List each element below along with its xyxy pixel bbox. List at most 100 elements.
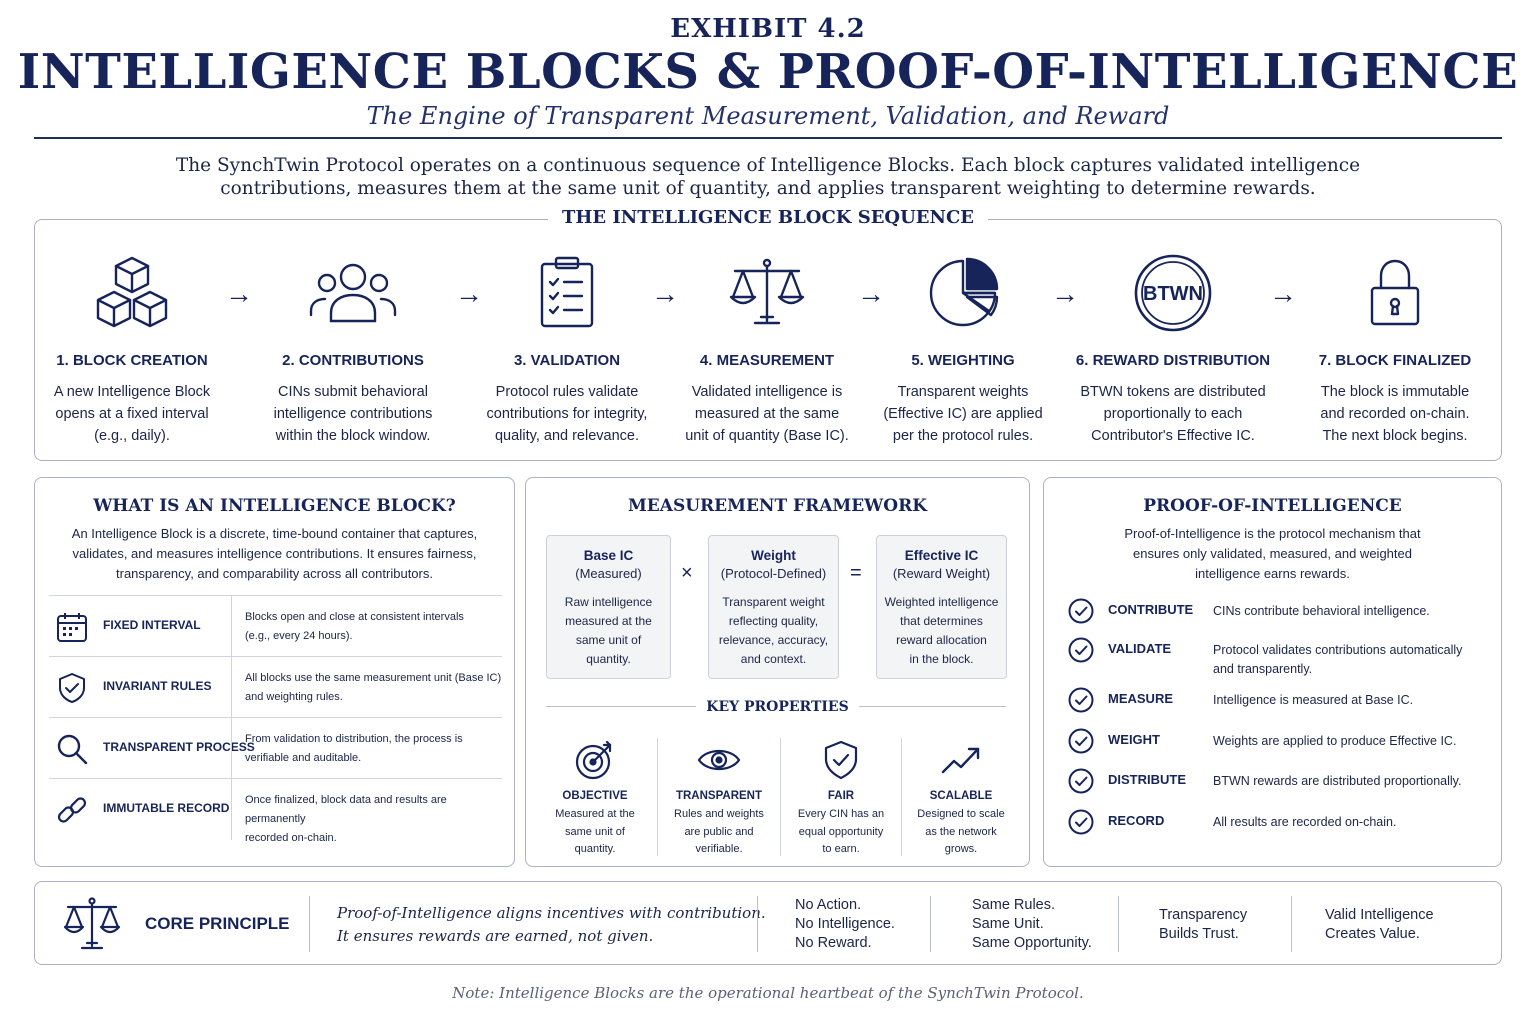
key-properties-title: KEY PROPERTIES bbox=[526, 698, 1029, 716]
check-circle-icon bbox=[1068, 637, 1094, 663]
step-desc-line: opens at a fixed interval bbox=[55, 406, 209, 422]
step-description: Validated intelligence is measured at th… bbox=[667, 381, 867, 447]
step-validation: 3. VALIDATION Protocol rules validate co… bbox=[467, 250, 667, 447]
step-desc-line: measured at the same bbox=[694, 406, 840, 422]
core-divider bbox=[1118, 896, 1119, 952]
step-desc-line: contributions for integrity, bbox=[486, 406, 648, 422]
step-block-finalized: 7. BLOCK FINALIZED The block is immutabl… bbox=[1295, 250, 1495, 447]
formula-box-sub: (Protocol-Defined) bbox=[720, 566, 827, 581]
panel-title: MEASUREMENT FRAMEWORK bbox=[627, 496, 927, 516]
magnifier-icon bbox=[57, 734, 88, 765]
formula-box-head: Effective IC bbox=[904, 548, 979, 563]
principle-statement-valid-intelligence: Valid Intelligence Creates Value. bbox=[1325, 906, 1434, 944]
property-desc: Measured at the same unit of quantity. bbox=[535, 806, 655, 859]
feature-label: INVARIANT RULES bbox=[103, 679, 212, 693]
check-circle-icon bbox=[1068, 687, 1094, 713]
sequence-arrow: → bbox=[651, 278, 679, 309]
desc-line: validates, and measures intelligence con… bbox=[72, 546, 477, 561]
desc-line: are public and bbox=[684, 825, 754, 838]
lock-icon bbox=[1295, 250, 1495, 336]
desc-line: measured at the bbox=[565, 614, 652, 628]
intro-line: contributions, measures them at the same… bbox=[220, 178, 1316, 199]
panel-title: WHAT IS AN INTELLIGENCE BLOCK? bbox=[93, 496, 456, 516]
step-desc-line: proportionally to each bbox=[1103, 406, 1243, 422]
chain-link-icon bbox=[57, 797, 87, 823]
feature-row-immutable-record: IMMUTABLE RECORD Once finalized, block d… bbox=[49, 778, 502, 844]
calendar-icon bbox=[57, 613, 87, 642]
step-desc-line: BTWN tokens are distributed bbox=[1080, 384, 1266, 400]
desc-line: Proof-of-Intelligence is the protocol me… bbox=[1124, 526, 1421, 541]
quote-line: It ensures rewards are earned, not given… bbox=[337, 927, 654, 945]
desc-line: quantity. bbox=[574, 843, 616, 855]
property-desc: Rules and weights are public and verifia… bbox=[659, 806, 779, 859]
formula-box-desc: Weighted intelligence that determines re… bbox=[877, 593, 1006, 669]
desc-line: as the network bbox=[925, 825, 997, 838]
poi-step-label: CONTRIBUTE bbox=[1108, 602, 1194, 617]
poi-step-label: VALIDATE bbox=[1108, 641, 1172, 656]
poi-step-text: Intelligence is measured at Base IC. bbox=[1213, 691, 1488, 710]
step-title: 6. REWARD DISTRIBUTION bbox=[1075, 352, 1271, 369]
feature-text-line: verifiable and auditable. bbox=[245, 752, 362, 764]
desc-line: that determines bbox=[900, 614, 983, 628]
panel-title: PROOF-OF-INTELLIGENCE bbox=[1143, 496, 1402, 516]
step-desc-line: Validated intelligence is bbox=[691, 384, 843, 400]
cubes-icon bbox=[32, 250, 232, 336]
property-divider bbox=[780, 738, 781, 856]
desc-line: verifiable. bbox=[695, 843, 743, 855]
text-line: All results are recorded on-chain. bbox=[1213, 815, 1397, 829]
poi-step-text: BTWN rewards are distributed proportiona… bbox=[1213, 772, 1488, 791]
property-objective: OBJECTIVE Measured at the same unit of q… bbox=[535, 738, 655, 859]
shield-check-icon bbox=[781, 738, 901, 782]
equals-operator: = bbox=[850, 562, 862, 584]
token-label: BTWN bbox=[1143, 283, 1203, 305]
formula-box-base-ic: Base IC (Measured) Raw intelligence meas… bbox=[546, 535, 671, 679]
statement-line: No Intelligence. bbox=[795, 916, 895, 932]
feature-text-line: and weighting rules. bbox=[245, 691, 343, 703]
step-reward-distribution: BTWN 6. REWARD DISTRIBUTION BTWN tokens … bbox=[1073, 250, 1273, 447]
feature-text-line: From validation to distribution, the pro… bbox=[245, 733, 463, 745]
property-head: FAIR bbox=[827, 790, 855, 802]
scale-icon bbox=[63, 897, 121, 950]
feature-label: TRANSPARENT PROCESS bbox=[103, 740, 255, 754]
multiply-operator: × bbox=[681, 562, 693, 584]
text-line: Weights are applied to produce Effective… bbox=[1213, 734, 1457, 748]
feature-row-invariant-rules: INVARIANT RULES All blocks use the same … bbox=[49, 656, 502, 718]
poi-step-label: WEIGHT bbox=[1108, 732, 1160, 747]
desc-line: Measured at the bbox=[555, 808, 635, 820]
step-desc-line: within the block window. bbox=[275, 428, 431, 444]
step-title: 7. BLOCK FINALIZED bbox=[1318, 352, 1472, 369]
proof-of-intelligence-panel: PROOF-OF-INTELLIGENCE Proof-of-Intellige… bbox=[1043, 477, 1502, 867]
step-title: 3. VALIDATION bbox=[513, 352, 621, 369]
desc-line: Rules and weights bbox=[674, 808, 764, 820]
step-desc-line: unit of quantity (Base IC). bbox=[685, 428, 849, 444]
desc-line: equal opportunity bbox=[798, 825, 884, 838]
property-head: TRANSPARENT bbox=[675, 790, 763, 802]
formula-box-sub: (Reward Weight) bbox=[892, 566, 991, 581]
step-desc-line: Contributor's Effective IC. bbox=[1091, 428, 1255, 444]
core-divider bbox=[309, 896, 310, 952]
poi-step-label: RECORD bbox=[1108, 813, 1165, 828]
step-description: CINs submit behavioral intelligence cont… bbox=[253, 381, 453, 447]
feature-text-line: Blocks open and close at consistent inte… bbox=[245, 611, 464, 623]
statement-line: Creates Value. bbox=[1325, 926, 1420, 942]
step-desc-line: The next block begins. bbox=[1322, 428, 1468, 444]
poi-step-text: Protocol validates contributions automat… bbox=[1213, 641, 1488, 679]
exhibit-label: EXHIBIT 4.2 bbox=[670, 14, 866, 44]
desc-line: reward allocation bbox=[896, 633, 987, 647]
check-circle-icon bbox=[1068, 768, 1094, 794]
feature-row-fixed-interval: FIXED INTERVAL Blocks open and close at … bbox=[49, 595, 502, 657]
core-divider bbox=[930, 896, 931, 952]
step-block-creation: 1. BLOCK CREATION A new Intelligence Blo… bbox=[32, 250, 232, 447]
principle-statement-transparency: Transparency Builds Trust. bbox=[1159, 906, 1247, 944]
row-divider bbox=[231, 657, 232, 718]
formula-box-desc: Raw intelligence measured at the same un… bbox=[547, 593, 670, 669]
feature-label: IMMUTABLE RECORD bbox=[103, 801, 230, 815]
statement-line: Transparency bbox=[1159, 907, 1248, 923]
text-line: Intelligence is measured at Base IC. bbox=[1213, 693, 1414, 707]
formula-box-effective-ic: Effective IC (Reward Weight) Weighted in… bbox=[876, 535, 1007, 679]
feature-text: From validation to distribution, the pro… bbox=[245, 730, 507, 768]
check-circle-icon bbox=[1068, 728, 1094, 754]
panel-description: An Intelligence Block is a discrete, tim… bbox=[55, 524, 494, 584]
row-divider bbox=[231, 718, 232, 779]
statement-line: Same Opportunity. bbox=[972, 935, 1092, 951]
